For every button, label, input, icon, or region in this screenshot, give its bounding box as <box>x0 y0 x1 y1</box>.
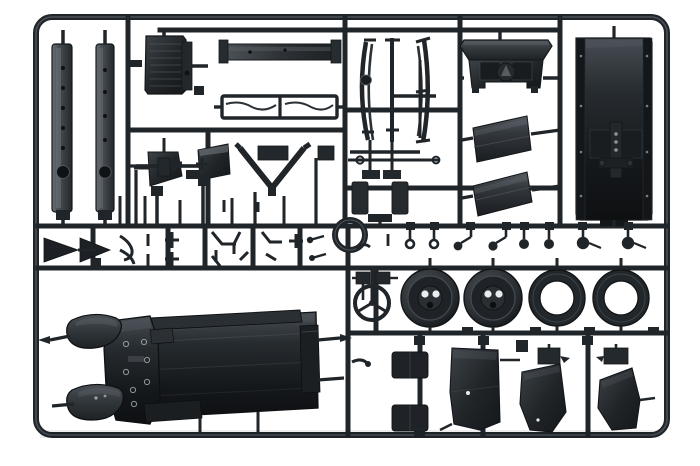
part-group-leaf-springs <box>348 36 441 226</box>
part-wedge-1 <box>43 237 80 263</box>
part-small-hook-bottom <box>351 358 371 367</box>
part-gate-ring <box>332 217 368 253</box>
part-group-angled-links <box>210 231 303 267</box>
part-v-bracket <box>234 141 312 196</box>
part-leaf-spring-2 <box>383 38 401 179</box>
part-leaf-spring-1 <box>359 38 380 179</box>
part-fender-2 <box>519 344 570 433</box>
part-cross-member-2 <box>214 94 345 120</box>
part-group-fenders <box>351 336 656 436</box>
part-tire-2 <box>592 258 650 333</box>
part-cross-member-1 <box>218 39 342 64</box>
part-group-wheels-tires <box>352 258 659 335</box>
part-chassis-rail-2 <box>95 30 115 226</box>
part-group-chassis-rails <box>51 30 115 226</box>
part-fender-3 <box>596 344 656 431</box>
part-group-tabs-bottom <box>414 336 593 436</box>
part-disc-6 <box>621 228 647 250</box>
part-wheel-hub-2 <box>463 258 523 333</box>
part-group-axle-small <box>134 145 335 226</box>
part-group-mid-left-details <box>43 231 327 267</box>
part-group-tie-rods <box>130 157 200 177</box>
part-group-small-details-row <box>355 222 647 251</box>
part-fuel-tank-1 <box>461 115 561 163</box>
part-truck-chassis-frame <box>38 309 352 432</box>
part-disc-1 <box>453 228 473 251</box>
part-group-knobs-left <box>306 234 327 261</box>
part-tire-1 <box>528 258 586 333</box>
part-drag-link <box>348 155 441 165</box>
part-group-pedal-plates <box>351 181 409 226</box>
part-mud-flap-1 <box>391 351 429 379</box>
part-mirror-plate <box>186 143 231 226</box>
part-group-hooks <box>119 234 136 265</box>
part-fender-large <box>439 340 528 432</box>
part-bed-floor-panel <box>575 26 653 226</box>
part-group-tabs-lower-row <box>462 327 659 335</box>
part-radiator-grille <box>128 30 208 95</box>
part-mud-flap-2 <box>391 404 429 432</box>
part-steering-wheel <box>353 268 391 322</box>
part-wheel-hub-1 <box>400 258 460 333</box>
part-axle-assembly <box>130 157 200 177</box>
part-leaf-spring-3 <box>415 36 431 144</box>
photo-soft-shadow <box>40 430 660 438</box>
part-chassis-rail-1 <box>51 30 73 226</box>
part-group-fuel-tanks <box>461 115 561 217</box>
part-group-spring-ties <box>350 94 436 154</box>
part-fuel-tank-2 <box>461 171 561 217</box>
part-group-tabs-upper-row <box>406 222 633 230</box>
part-detail-cluster-left <box>355 234 390 250</box>
part-bracket-cluster <box>352 271 398 300</box>
part-cab-roof <box>459 30 560 93</box>
part-wedge-2 <box>78 237 112 267</box>
part-group-linkages <box>118 196 286 226</box>
part-group-t-joints <box>146 232 179 266</box>
